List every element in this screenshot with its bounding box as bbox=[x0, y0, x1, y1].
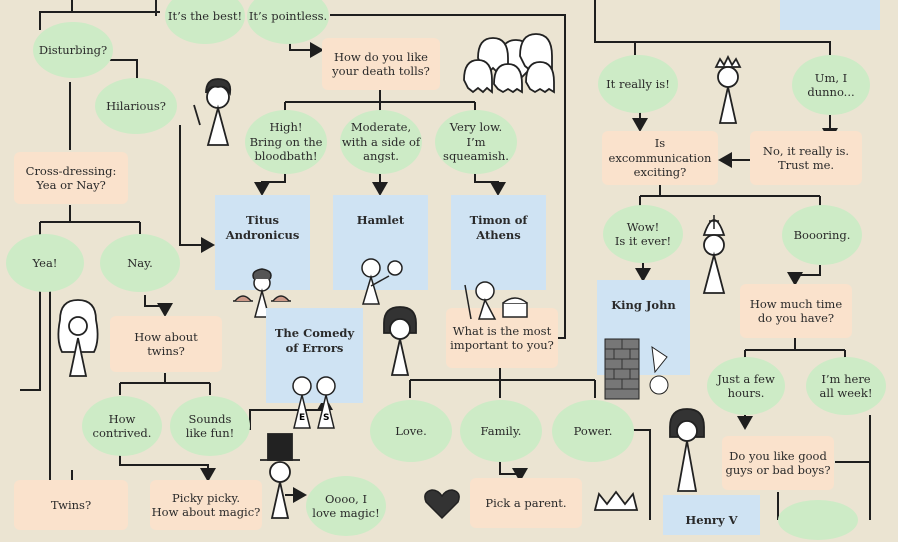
play-timon-of-athens: Timon of Athens bbox=[451, 195, 546, 320]
answer-yea: Yea! bbox=[6, 234, 84, 292]
pies-figure-icon bbox=[233, 267, 291, 318]
answer-hilarious: Hilarious? bbox=[95, 78, 177, 134]
duke-figure-icon bbox=[669, 408, 705, 492]
question-death-tolls: How do you like your death tolls? bbox=[322, 38, 440, 90]
question-pick-parent: Pick a parent. bbox=[470, 478, 582, 528]
play-henry-v: Henry V bbox=[663, 495, 760, 535]
laughing-lady-icon bbox=[193, 78, 232, 146]
wall-fall-icon bbox=[604, 338, 669, 400]
answer-family: Family. bbox=[460, 400, 542, 462]
answer-power: Power. bbox=[552, 400, 634, 462]
answer-booring: Boooring. bbox=[782, 205, 862, 265]
play-king-john: King John bbox=[597, 280, 690, 400]
question-cross-dressing: Cross-dressing: Yea or Nay? bbox=[14, 152, 128, 204]
answer-sounds-like-fun: Sounds like fun! bbox=[170, 396, 250, 456]
answer-its-the-best: It’s the best! bbox=[165, 0, 245, 44]
question-no-really: No, it really is. Trust me. bbox=[750, 131, 862, 185]
answer-high: High! Bring on the bloodbath! bbox=[245, 110, 327, 174]
heart-icon bbox=[424, 489, 460, 520]
answer-disturbing: Disturbing? bbox=[33, 22, 113, 78]
play-title: The Comedy of Errors bbox=[274, 326, 355, 355]
timon-treasure-icon bbox=[464, 280, 528, 320]
magician-icon bbox=[260, 433, 300, 519]
answer-partial bbox=[778, 500, 858, 540]
question-most-important: What is the most important to you? bbox=[446, 308, 558, 368]
answer-how-contrived: How contrived. bbox=[82, 396, 162, 456]
play-title: King John bbox=[611, 298, 676, 313]
play-hamlet: Hamlet bbox=[333, 195, 428, 305]
play-title: Henry V bbox=[685, 513, 738, 528]
answer-nay: Nay. bbox=[100, 234, 180, 292]
play-panel-partial bbox=[780, 0, 880, 30]
question-twins: How about twins? bbox=[110, 316, 222, 372]
bishop-icon bbox=[702, 215, 726, 294]
answer-it-really-is: It really is! bbox=[598, 55, 678, 113]
crown-icon bbox=[593, 490, 639, 511]
king-icon bbox=[714, 55, 742, 124]
play-comedy-of-errors: The Comedy of Errors E S bbox=[266, 308, 363, 429]
answer-very-low: Very low. I’m squeamish. bbox=[435, 110, 517, 174]
play-title: Titus Andronicus bbox=[225, 213, 300, 242]
answer-um-dunno: Um, I dunno... bbox=[792, 55, 870, 115]
svg-text:S: S bbox=[323, 413, 329, 423]
answer-moderate: Moderate, with a side of angst. bbox=[340, 110, 422, 174]
question-twins-short: Twins? bbox=[14, 480, 128, 530]
wig-figure-icon bbox=[57, 299, 99, 377]
answer-just-few-hours: Just a few hours. bbox=[707, 357, 785, 415]
answer-love: Love. bbox=[370, 400, 452, 462]
hamlet-skull-icon bbox=[361, 258, 403, 305]
thinking-figure-icon bbox=[383, 306, 417, 376]
flowchart: It’s the best! It’s pointless. Disturbin… bbox=[6, 0, 886, 540]
answer-ooo-magic: Oooo, I love magic! bbox=[306, 476, 386, 536]
question-excommunication: Is excommunication exciting? bbox=[602, 131, 718, 185]
play-title: Hamlet bbox=[356, 213, 405, 228]
play-title: Timon of Athens bbox=[469, 213, 528, 242]
play-titus-andronicus: Titus Andronicus bbox=[215, 195, 310, 318]
svg-text:E: E bbox=[299, 413, 305, 423]
question-good-bad-guys: Do you like good guys or bad boys? bbox=[722, 436, 834, 490]
sword-icon bbox=[155, 0, 157, 16]
twins-figure-icon: E S bbox=[292, 375, 336, 429]
question-how-much-time: How much time do you have? bbox=[740, 284, 852, 338]
answer-here-all-week: I’m here all week! bbox=[806, 357, 886, 415]
answer-wow: Wow! Is it ever! bbox=[603, 205, 683, 263]
ghosts-icon bbox=[463, 33, 555, 94]
answer-its-pointless: It’s pointless. bbox=[247, 0, 329, 44]
question-picky: Picky picky. How about magic? bbox=[150, 480, 262, 530]
